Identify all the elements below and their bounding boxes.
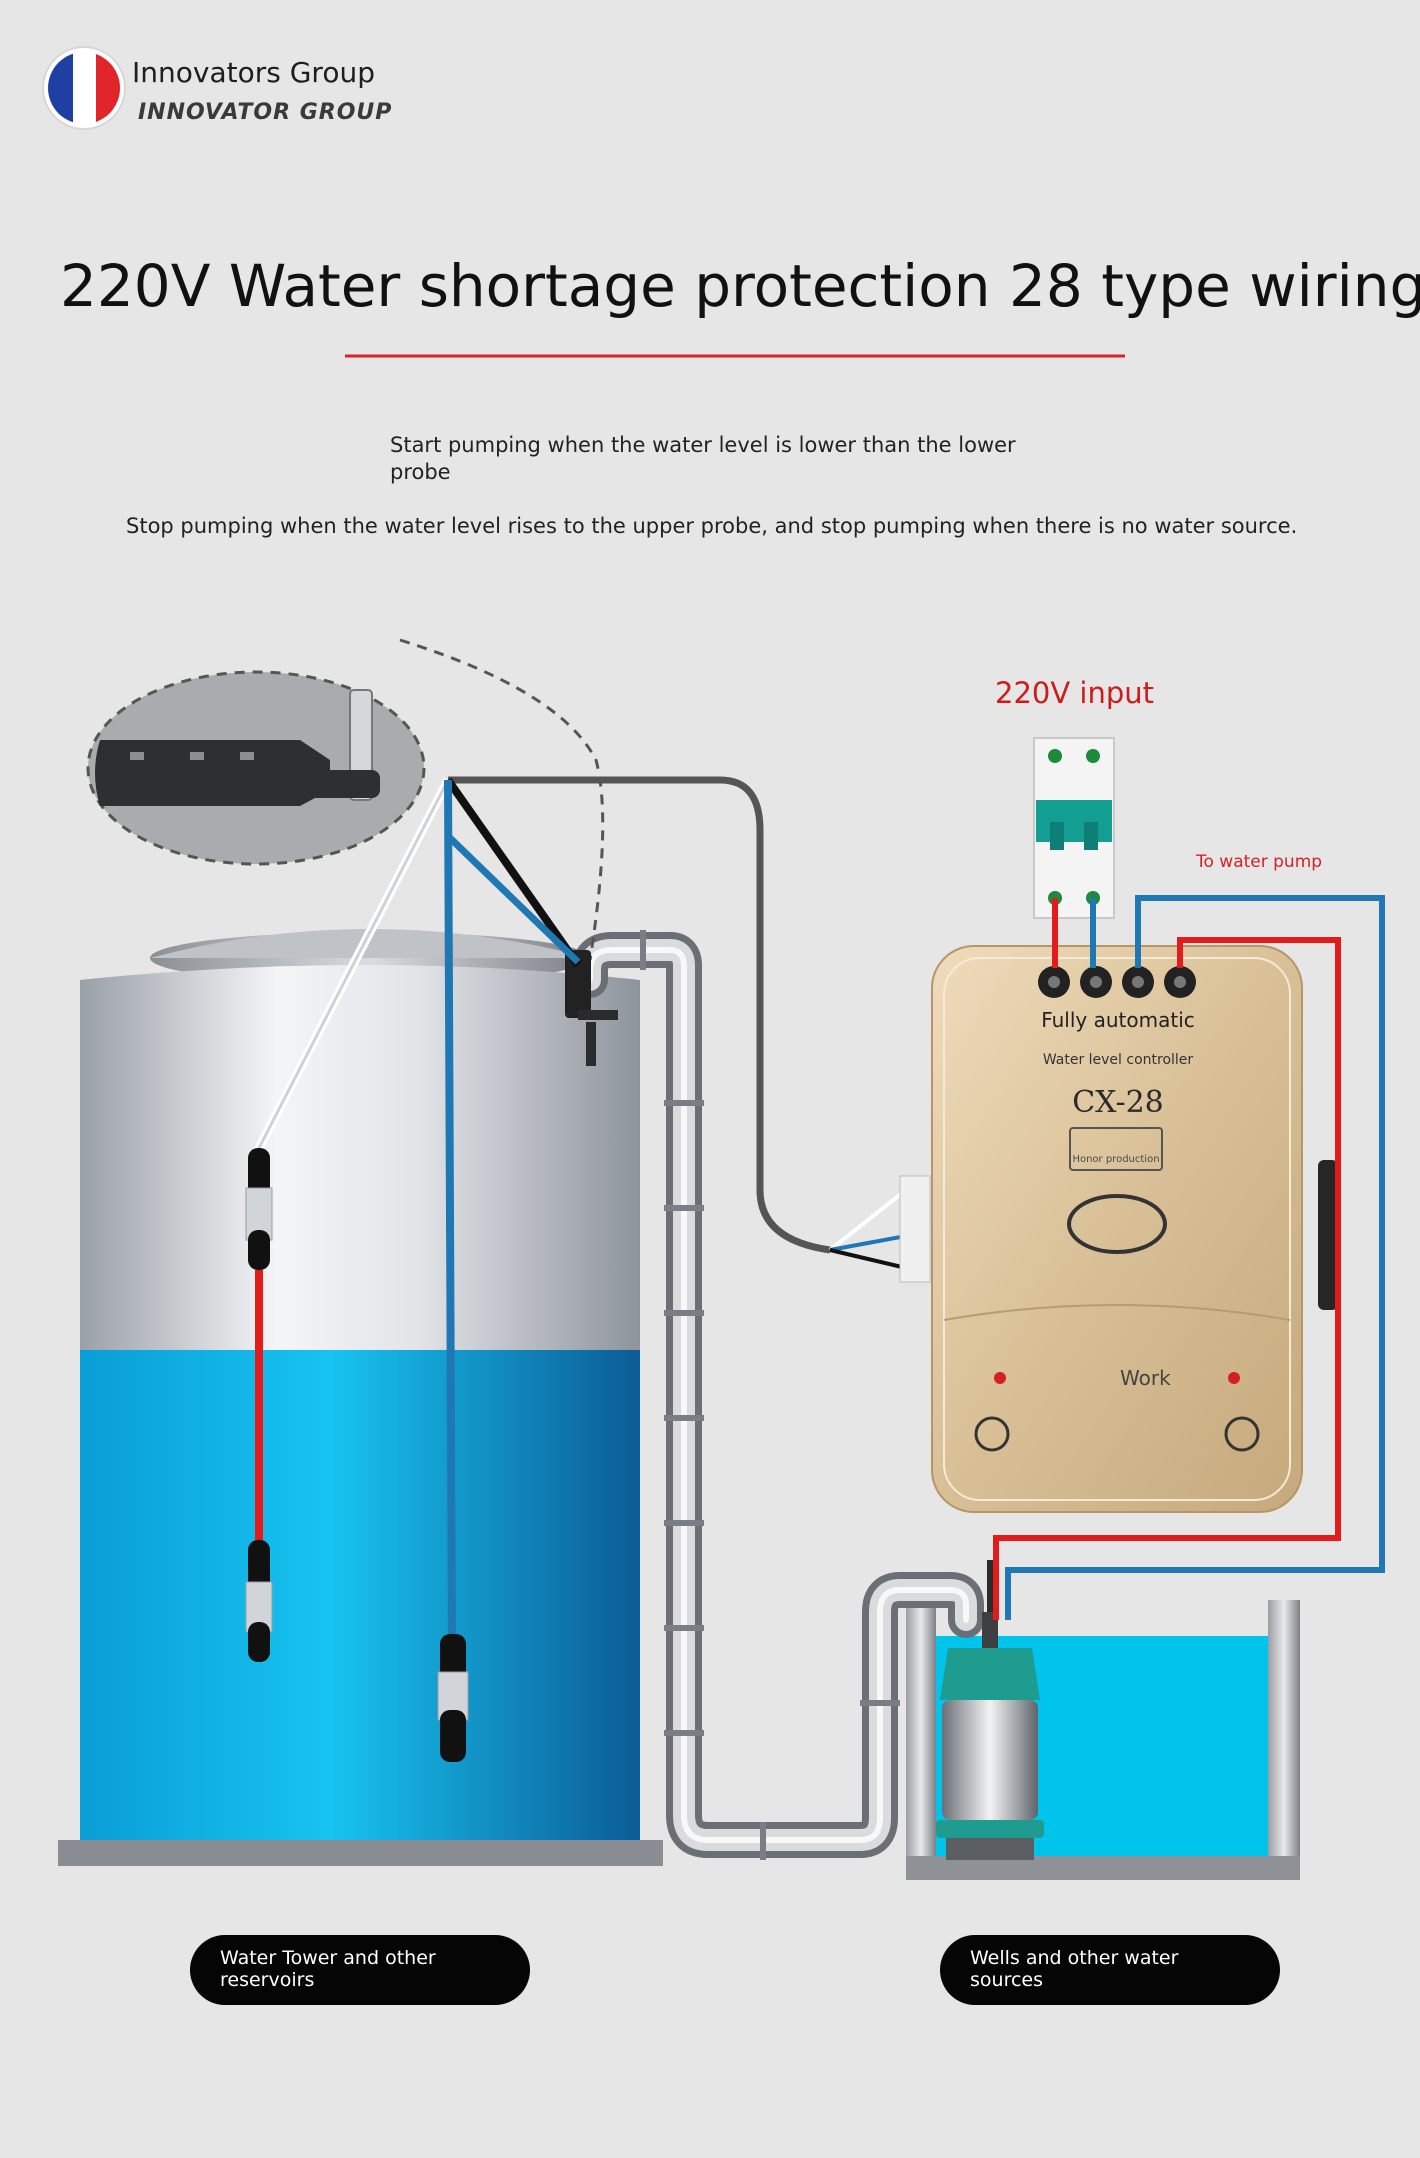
page-title: 220V Water shortage protection 28 type w… (60, 252, 1420, 320)
to-pump-label: To water pump (1196, 852, 1323, 872)
tank-water (80, 1350, 640, 1840)
brand-subtitle: INNOVATOR GROUP (138, 100, 393, 125)
work-label: Work (1120, 1366, 1171, 1390)
controller-honor: Honor production (1072, 1154, 1160, 1165)
description-start: Start pumping when the water level is lo… (390, 433, 1016, 484)
circuit-breaker-icon (1033, 737, 1115, 919)
work-indicator-icon (1228, 1372, 1240, 1384)
controller-title: Fully automatic (1041, 1008, 1195, 1032)
controller-model: CX-28 (1072, 1085, 1164, 1120)
submersible-pump-icon (936, 1560, 1044, 1860)
float-switch-inset (86, 638, 618, 1066)
water-tower (58, 929, 663, 1866)
brand-badge-icon (1067, 1194, 1167, 1254)
tower-base (58, 1840, 663, 1866)
stop-button[interactable] (974, 1416, 1010, 1452)
controller-unit (899, 945, 1338, 1513)
power-input-label: 220V input (995, 676, 1155, 710)
lower-probe (245, 1540, 273, 1662)
reservoir-label: Water Tower and other reservoirs (190, 1935, 530, 2005)
flag-logo-icon (42, 46, 126, 130)
terminal-block (1038, 966, 1196, 998)
pipeline (572, 930, 984, 1860)
power-wires (993, 895, 1385, 1620)
controller-subtitle: Water level controller (1042, 1052, 1194, 1068)
manual-start-button[interactable] (1224, 1416, 1260, 1452)
upper-probe (245, 1148, 273, 1270)
power-indicator-icon (994, 1372, 1006, 1384)
brand-name: Innovators Group (132, 56, 375, 89)
water-source-label: Wells and other water sources (940, 1935, 1280, 2005)
probe-cables (253, 776, 908, 1651)
common-probe (437, 1634, 469, 1762)
description-stop: Stop pumping when the water level rises … (126, 514, 1298, 538)
